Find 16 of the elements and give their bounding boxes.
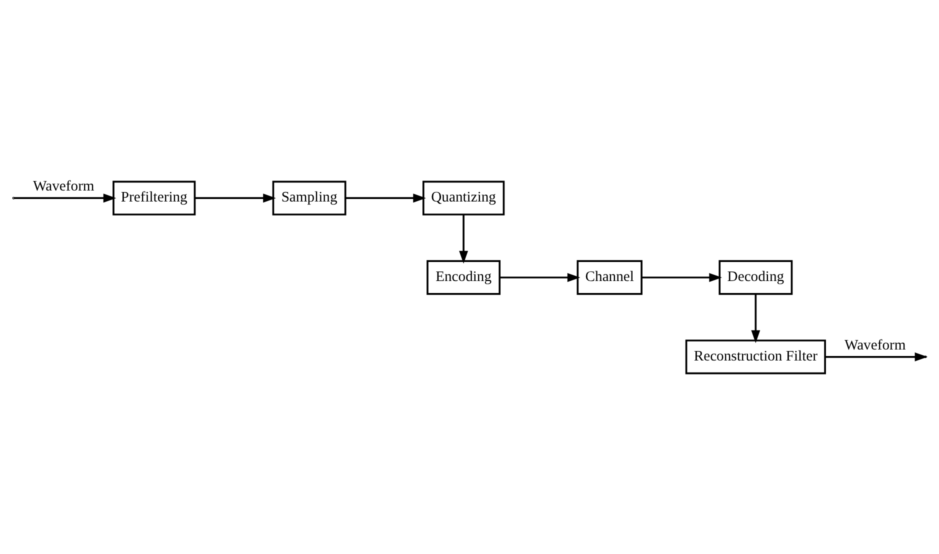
node-box: Reconstruction Filter <box>685 339 826 374</box>
arrow <box>500 272 580 282</box>
edge-label: Waveform <box>33 178 94 194</box>
edge-label: Waveform <box>844 336 906 353</box>
arrow <box>642 272 722 282</box>
arrow <box>751 294 760 343</box>
arrow <box>459 214 468 264</box>
node-box: Channel <box>576 260 642 294</box>
node-box: Quantizing <box>422 180 505 215</box>
node-box: Encoding <box>426 260 501 294</box>
node-box: Prefiltering <box>112 180 196 215</box>
node-box: Sampling <box>272 180 346 215</box>
arrow <box>195 193 276 202</box>
arrow <box>14 193 116 202</box>
arrow <box>345 193 426 202</box>
node-box: Decoding <box>718 260 793 294</box>
